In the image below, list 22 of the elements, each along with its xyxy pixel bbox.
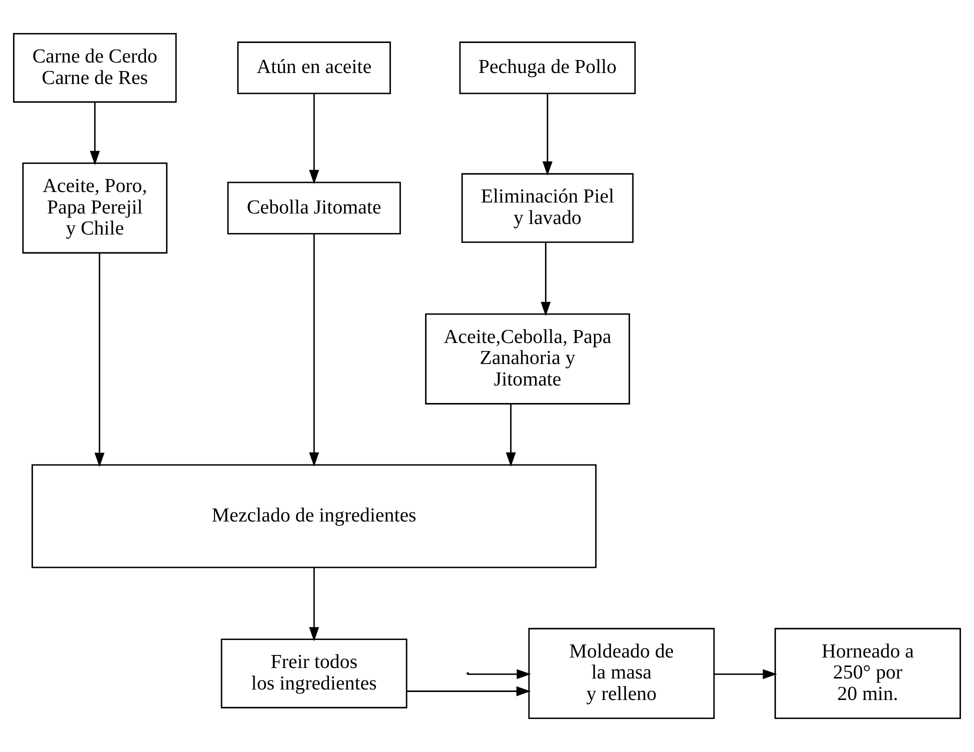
node-box: Pechuga de Pollo [459, 42, 636, 94]
arrow [506, 404, 516, 467]
node-box: Freir todos los ingredientes [220, 638, 408, 708]
arrow [542, 94, 552, 176]
arrow [309, 568, 320, 642]
node-box: Aceite, Poro, Papa Perejil y Chile [22, 162, 168, 254]
node-box: Horneado a 250° por 20 min. [774, 628, 961, 720]
arrow [540, 242, 551, 316]
node-box: Eliminación Piel y lavado [461, 173, 634, 243]
node-box: Cebolla Jitomate [227, 182, 401, 234]
node-box: Moldeado de la masa y relleno [528, 628, 715, 720]
node-box: Aceite,Cebolla, Papa Zanahoria y Jitomate [425, 313, 630, 404]
arrow [406, 686, 531, 696]
arrow [94, 254, 104, 468]
node-box: Atún en aceite [237, 42, 391, 94]
arrow [90, 102, 100, 166]
node-box: Mezclado de ingredientes [32, 464, 597, 568]
arrow [714, 669, 778, 680]
arrow [309, 94, 320, 184]
arrow [309, 234, 320, 467]
node-box: Carne de Cerdo Carne de Res [13, 32, 177, 103]
arrow [468, 669, 531, 680]
